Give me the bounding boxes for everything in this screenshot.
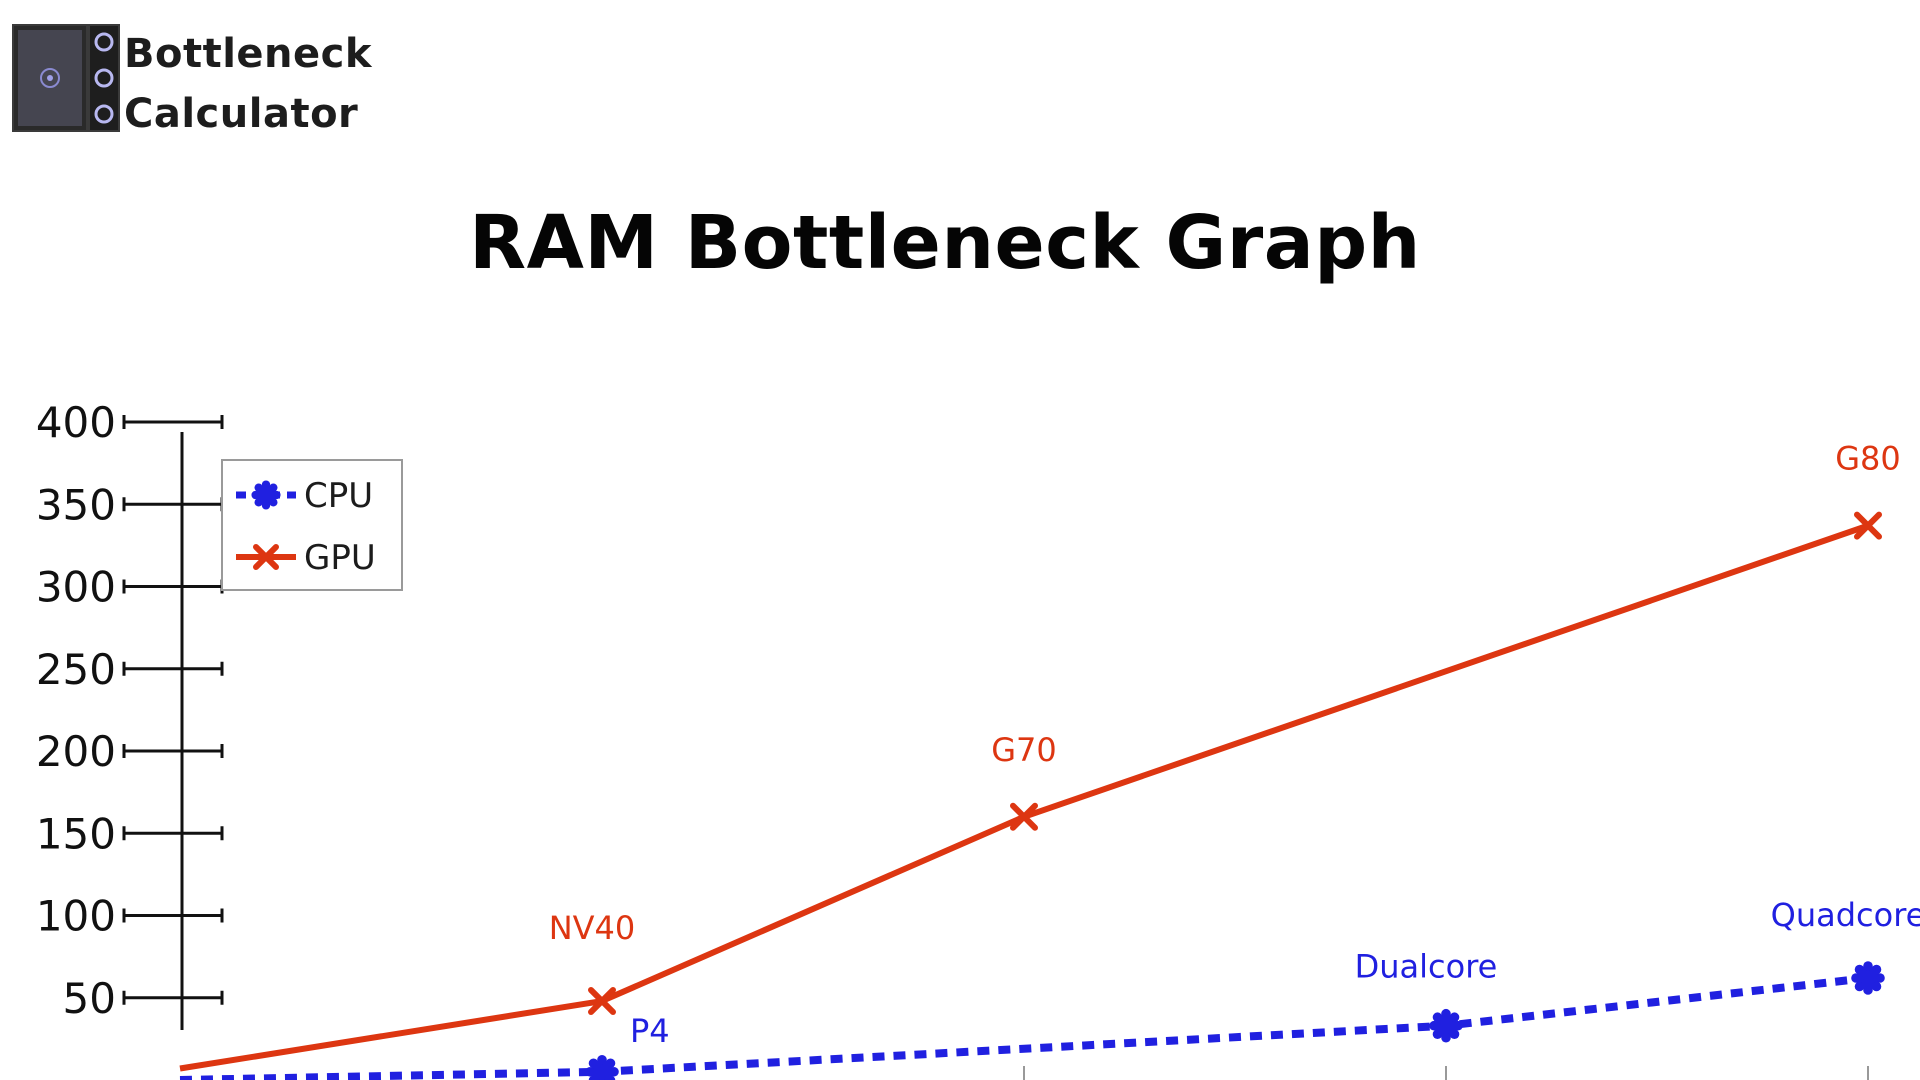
- legend-cpu-label: CPU: [304, 476, 373, 516]
- cpu-marker-spike: [605, 1075, 616, 1080]
- cpu-marker-spike: [1429, 1020, 1439, 1031]
- cpu-point-label: Dualcore: [1355, 948, 1498, 986]
- legend-gpu-label: GPU: [304, 538, 376, 578]
- y-tick-label: 50: [63, 974, 116, 1023]
- cpu-marker: [251, 480, 281, 510]
- gpu-point-label: NV40: [549, 909, 636, 947]
- y-tick-label: 400: [36, 398, 116, 447]
- brand-line-1: Bottleneck: [124, 31, 372, 77]
- cpu-marker-spike: [588, 1075, 599, 1080]
- y-tick-label: 300: [36, 563, 116, 612]
- cpu-marker-spike: [261, 480, 271, 489]
- gpu-point-label: G80: [1835, 440, 1901, 478]
- cpu-marker: [585, 1054, 619, 1080]
- gpu-point-label: G70: [991, 731, 1057, 769]
- cpu-marker-spike: [1441, 1008, 1451, 1019]
- cpu-marker-spike: [1854, 981, 1865, 992]
- y-tick-label: 150: [36, 809, 116, 858]
- cpu-marker-spike: [585, 1066, 595, 1077]
- cpu-marker-spike: [1449, 1029, 1460, 1040]
- brand-name: Bottleneck Calculator: [124, 24, 372, 144]
- brand: Bottleneck Calculator: [10, 20, 372, 144]
- y-tick-label: 250: [36, 645, 116, 694]
- y-tick-label: 100: [36, 892, 116, 941]
- cpu-marker-spike: [269, 498, 278, 507]
- cpu-marker-spike: [269, 483, 278, 492]
- cpu-point-label: Quadcore: [1771, 896, 1920, 934]
- cpu-marker-spike: [254, 498, 263, 507]
- point-labels: P4 Dualcore Quadcore NV40 G70 G80: [549, 440, 1920, 1050]
- cpu-marker-spike: [1863, 985, 1873, 995]
- series-layer: [179, 511, 1885, 1080]
- cpu-marker-spike: [1875, 973, 1885, 983]
- cpu-marker-spike: [609, 1066, 619, 1077]
- gpu-marker: [588, 987, 616, 1016]
- y-tick-label: 200: [36, 727, 116, 776]
- cpu-marker-spike: [251, 490, 260, 500]
- gpu-series-line: [179, 522, 1869, 1072]
- cpu-marker: [1851, 961, 1885, 995]
- cpu-point-label: P4: [630, 1012, 670, 1050]
- cpu-marker: [1429, 1008, 1463, 1043]
- cpu-marker-spike: [272, 490, 281, 500]
- cpu-marker-spike: [1432, 1029, 1443, 1040]
- brand-line-2: Calculator: [124, 91, 359, 137]
- gpu-marker-stroke: [1854, 511, 1882, 540]
- page-title: RAM Bottleneck Graph: [469, 200, 1421, 286]
- cpu-marker-spike: [605, 1058, 616, 1069]
- gpu-marker-stroke: [253, 544, 279, 570]
- legend-box: [221, 459, 403, 591]
- cpu-marker-spike: [1863, 961, 1873, 971]
- cpu-marker-spike: [1441, 1032, 1451, 1043]
- cpu-series-line: [179, 974, 1869, 1080]
- cpu-marker-spike: [1851, 973, 1861, 983]
- cpu-marker-spike: [254, 483, 263, 492]
- gpu-marker-stroke: [1010, 802, 1038, 831]
- y-tick-label: 350: [36, 480, 116, 529]
- cpu-marker-spike: [1854, 964, 1865, 975]
- cpu-marker-spike: [261, 501, 271, 510]
- axes: 50 100 150 200 250 300 350 400: [36, 398, 1869, 1080]
- gpu-marker-stroke: [588, 987, 616, 1016]
- cpu-marker-spike: [1871, 964, 1882, 975]
- cpu-marker-spike: [588, 1058, 599, 1069]
- gpu-marker: [1010, 802, 1038, 831]
- line-chart: 50 100 150 200 250 300 350 400 P4 Dualcore Quadco…: [36, 398, 1920, 1080]
- pc-case-icon: [10, 20, 122, 135]
- gpu-marker: [1854, 511, 1882, 540]
- legend: CPU GPU: [221, 459, 403, 591]
- gpu-marker: [253, 544, 279, 570]
- cpu-marker-spike: [1432, 1012, 1443, 1023]
- cpu-marker-spike: [597, 1054, 607, 1065]
- cpu-marker-spike: [1449, 1012, 1460, 1023]
- cpu-marker-spike: [1871, 981, 1882, 992]
- cpu-marker-spike: [1453, 1020, 1463, 1031]
